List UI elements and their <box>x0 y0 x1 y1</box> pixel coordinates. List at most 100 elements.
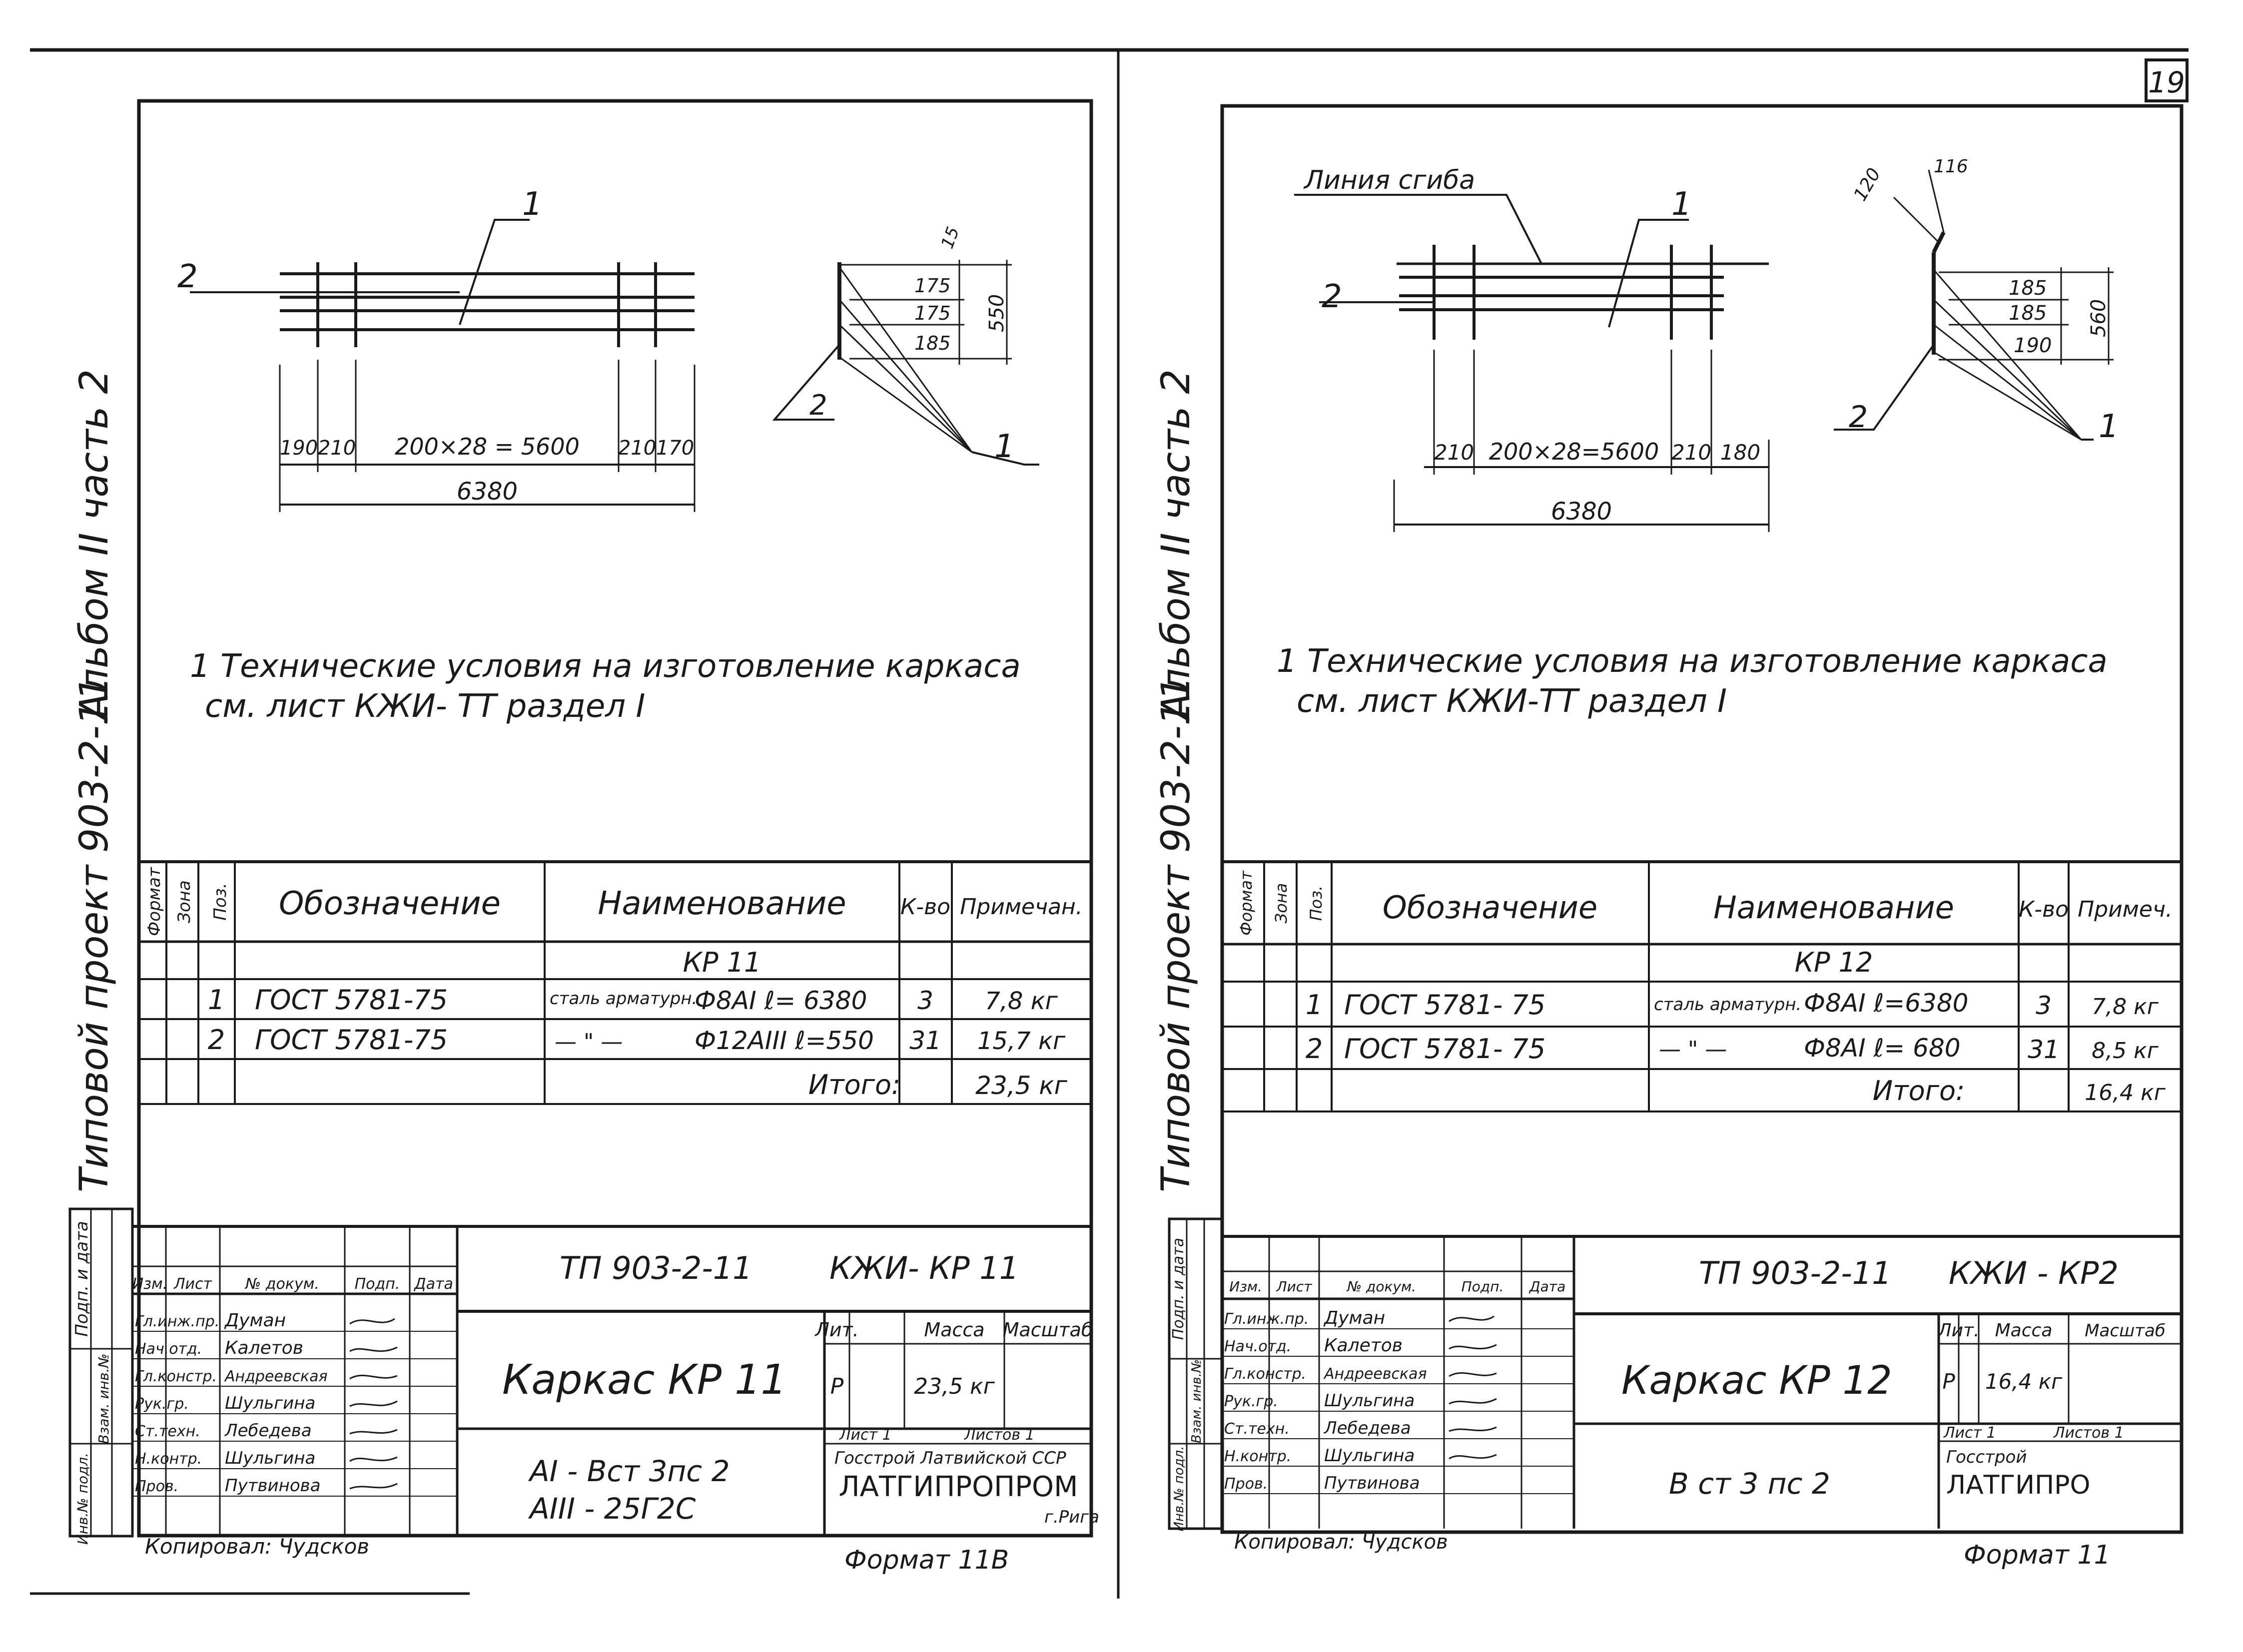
left-note-line2: см. лист КЖИ- ТТ раздел I <box>205 688 645 725</box>
left-tb-mass: 23,5 кг <box>914 1374 995 1399</box>
right-total-value: 16,4 кг <box>2085 1080 2166 1105</box>
left-total-label: Итого: <box>808 1069 901 1101</box>
left-staff-name-6: Путвинова <box>225 1476 321 1496</box>
right-tb-code: ТП 903-2-11 <box>1699 1255 1892 1291</box>
right-staff-name-6: Путвинова <box>1324 1473 1420 1493</box>
right-strip-repl: Взам. инв.№ <box>1189 1359 1204 1443</box>
right-dim-210b: 210 <box>1671 440 1711 465</box>
left-row1-name-a: сталь арматурн. <box>550 989 697 1009</box>
left-side-dim-175a: 175 <box>914 275 951 297</box>
left-hdr-name: Наименование <box>598 885 846 922</box>
left-side-dim-15: 15 <box>937 224 963 251</box>
left-note-line1: 1 Технические условия на изготовление ка… <box>190 648 1021 685</box>
left-tb-col-list: Лист <box>173 1275 213 1293</box>
left-pos2-label: 2 <box>177 258 198 295</box>
left-section-label-2: 2 <box>809 389 827 422</box>
right-staff-role-1: Нач.отд. <box>1224 1338 1291 1355</box>
right-row2-qty: 31 <box>2028 1035 2060 1064</box>
left-plan-drawing: 1 2 190 210 200×28 = 5600 210 170 6380 <box>177 186 696 512</box>
left-total-length: 6380 <box>457 478 518 506</box>
left-staff-role-5: Н.контр. <box>135 1450 202 1468</box>
right-plan-drawing: Линия сгиба 1 2 210 200×28=5600 210 180 … <box>1294 165 1770 532</box>
left-tb-material-1: АI - Вст 3пс 2 <box>528 1454 730 1488</box>
right-tb-col-sign: Подп. <box>1462 1278 1504 1295</box>
right-angle-dim-120: 120 <box>1850 164 1885 204</box>
left-tb-col-izm: Изм. <box>132 1275 168 1293</box>
left-strip-repl: Взам. инв.№ <box>95 1353 112 1444</box>
right-section-label-1: 1 <box>2099 408 2119 445</box>
right-side-dim-185a: 185 <box>2009 277 2047 300</box>
right-tb-col-date: Дата <box>1528 1278 1566 1295</box>
right-copied-by: Копировал: Чудсков <box>1234 1531 1448 1554</box>
left-total-value: 23,5 кг <box>975 1071 1067 1100</box>
right-tb-col-doc: № докум. <box>1346 1278 1416 1295</box>
right-dim-180: 180 <box>1720 440 1760 465</box>
left-row1-designation: ГОСТ 5781-75 <box>255 984 448 1016</box>
left-tb-material-2: АIII - 25Г2С <box>528 1492 696 1526</box>
left-staff-name-4: Лебедева <box>224 1421 312 1441</box>
right-row2-name-a: — " — <box>1659 1037 1727 1062</box>
left-row1-qty: 3 <box>917 986 933 1015</box>
left-tb-org-1: Госстрой Латвийской ССР <box>834 1448 1066 1468</box>
left-hdr-pos: Поз. <box>210 883 230 920</box>
right-hdr-note: Примеч. <box>2078 897 2173 922</box>
left-row2-pos: 2 <box>208 1024 225 1056</box>
left-row2-qty: 31 <box>909 1026 941 1055</box>
left-format: Формат 11В <box>844 1545 1009 1575</box>
right-sheet: Альбом II часть 2 Типовой проект 903-2-1… <box>1154 104 2184 1570</box>
right-tb-title: Каркас КР 12 <box>1621 1358 1892 1403</box>
right-staff-name-0: Думан <box>1323 1308 1385 1328</box>
right-staff-name-1: Калетов <box>1324 1335 1403 1356</box>
right-project-label: Типовой проект 903-2-11 <box>1154 676 1199 1192</box>
left-side-dim-175b: 175 <box>914 302 951 324</box>
right-section-label-2: 2 <box>1849 400 1868 435</box>
left-staff-role-6: Пров. <box>135 1478 178 1495</box>
right-staff-name-5: Шульгина <box>1324 1446 1415 1466</box>
right-tb-sheets: Листов 1 <box>2053 1424 2124 1442</box>
right-tb-material-1: В ст 3 пс 2 <box>1669 1467 1830 1501</box>
left-staff-role-1: Нач.отд. <box>135 1340 202 1358</box>
right-row1-name-b: Ф8АI ℓ=6380 <box>1804 989 1969 1018</box>
left-dim-5600: 200×28 = 5600 <box>395 433 580 460</box>
right-hdr-format: Формат <box>1237 870 1256 936</box>
right-total-label: Итого: <box>1873 1075 1965 1106</box>
left-project-label: Типовой проект 903-2-11 <box>72 676 117 1192</box>
left-row2-designation: ГОСТ 5781-75 <box>255 1024 448 1056</box>
right-bend-label: Линия сгиба <box>1303 165 1475 195</box>
left-staff-name-0: Думан <box>224 1310 286 1331</box>
right-section-drawing: 1 2 185 185 190 560 120 116 <box>1834 156 2119 445</box>
right-angle-dim-116: 116 <box>1934 156 1968 177</box>
left-section-drawing: 1 2 15 175 175 185 550 <box>772 224 1039 466</box>
left-tb-sheet-code: КЖИ- КР 11 <box>829 1250 1019 1286</box>
right-tb-mass-hdr: Масса <box>1995 1320 2053 1341</box>
right-tb-scale-hdr: Масштаб <box>2085 1321 2166 1341</box>
right-dim-5600: 200×28=5600 <box>1489 438 1659 465</box>
right-staff-role-3: Рук.гр. <box>1224 1393 1278 1410</box>
right-tb-org-2: ЛАТГИПРО <box>1946 1470 2090 1500</box>
right-tb-stage: Р <box>1942 1369 1955 1394</box>
right-tb-sheet: Лист 1 <box>1943 1424 1996 1442</box>
left-staff-role-0: Гл.инж.пр. <box>135 1313 219 1330</box>
left-tb-col-date: Дата <box>413 1275 453 1293</box>
right-tb-mass: 16,4 кг <box>1985 1369 2063 1394</box>
page-number-box <box>2145 58 2189 102</box>
left-tb-sheet: Лист 1 <box>839 1426 892 1444</box>
right-format: Формат 11 <box>1964 1540 2111 1570</box>
left-tb-col-doc: № докум. <box>244 1275 319 1293</box>
left-tb-sheets: Листов 1 <box>964 1426 1035 1444</box>
right-tb-sheet-code: КЖИ - КР2 <box>1949 1255 2119 1291</box>
right-pos1-label: 1 <box>1671 186 1692 223</box>
right-staff-role-2: Гл.констр. <box>1224 1365 1306 1383</box>
left-side-dim-550: 550 <box>985 294 1008 332</box>
left-tb-org-2: ЛАТГИПРОПРОМ <box>839 1471 1078 1503</box>
right-side-dim-185b: 185 <box>2009 302 2047 325</box>
right-hdr-zone: Зона <box>1272 883 1291 924</box>
right-side-dim-560: 560 <box>2087 299 2110 337</box>
left-hdr-zone: Зона <box>174 880 194 923</box>
left-row1-note: 7,8 кг <box>985 987 1058 1015</box>
right-side-dim-190: 190 <box>2014 334 2052 357</box>
left-tb-org-3: г.Рига <box>1044 1507 1099 1527</box>
left-side-dim-185: 185 <box>914 332 951 354</box>
right-row1-note: 7,8 кг <box>2092 994 2159 1020</box>
right-tb-lit-hdr: Лит. <box>1937 1320 1980 1341</box>
